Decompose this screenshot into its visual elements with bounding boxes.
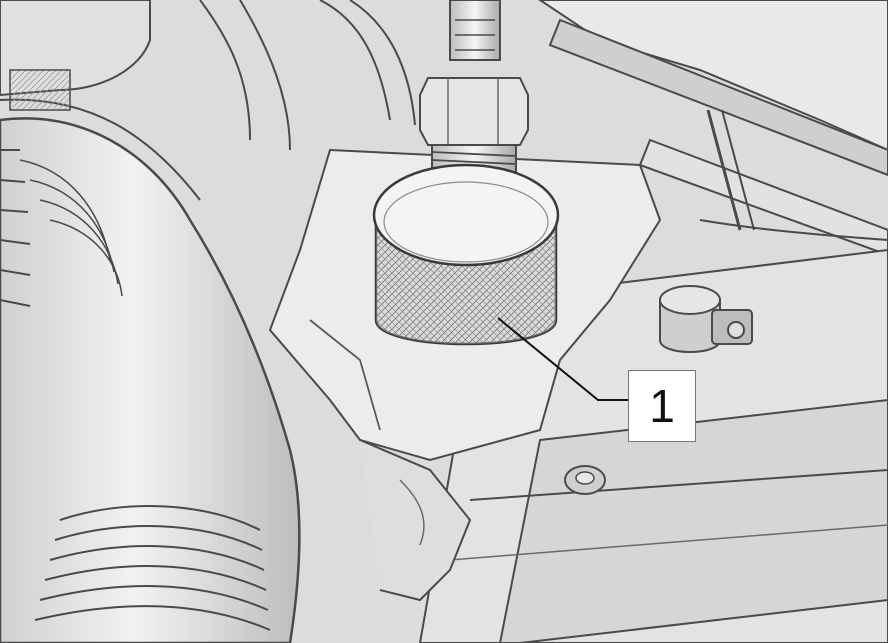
strut-brace [538, 0, 888, 257]
callout-number: 1 [649, 380, 675, 432]
callout-label: 1 [628, 370, 696, 442]
upper-left-components [0, 0, 416, 151]
air-intake-hose [0, 98, 301, 643]
battery-terminal [659, 285, 753, 353]
knurled-adapter [372, 163, 560, 346]
callout-leader-line [497, 317, 630, 401]
